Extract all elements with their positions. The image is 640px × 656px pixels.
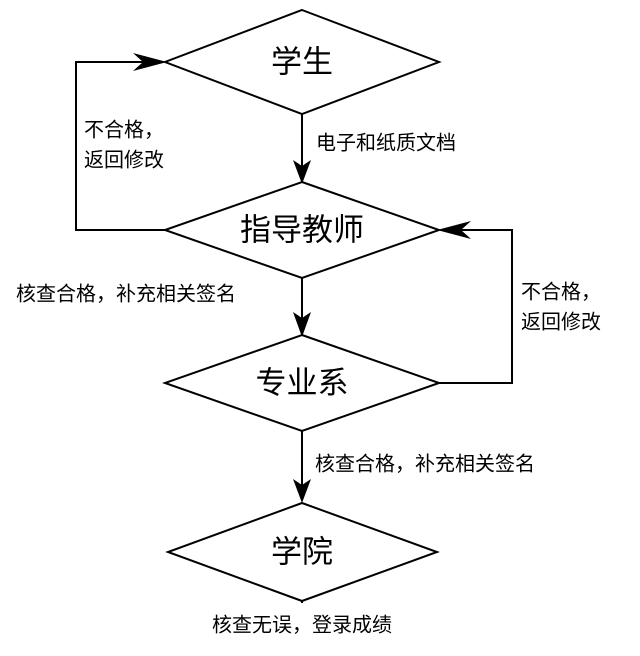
node-college[interactable]: 学院 <box>165 501 440 603</box>
edge-supervisor-to-department <box>293 278 311 337</box>
edge-label-department-back-line1: 不合格， <box>521 280 601 304</box>
node-supervisor-label: 指导教师 <box>240 213 364 249</box>
arrow-head-icon <box>437 221 471 239</box>
arrow-head-icon <box>133 53 167 71</box>
node-student-label: 学生 <box>271 45 333 81</box>
edge-label-student-to-supervisor: 电子和纸质文档 <box>316 131 456 155</box>
edge-label-department-to-college: 核查合格，补充相关签名 <box>315 452 535 476</box>
edge-line <box>75 61 165 231</box>
edge-supervisor-back-to-student <box>75 53 167 231</box>
edge-label-college-final: 核查无误，登录成绩 <box>212 613 392 637</box>
node-supervisor[interactable]: 指导教师 <box>161 180 443 280</box>
node-college-label: 学院 <box>271 535 333 571</box>
arrow-head-icon <box>293 160 311 184</box>
diamond-shape <box>161 180 443 280</box>
edge-department-to-college <box>293 431 311 503</box>
edge-label-supervisor-to-department: 核查合格，补充相关签名 <box>16 282 236 306</box>
edge-line <box>439 229 513 384</box>
node-student[interactable]: 学生 <box>162 8 442 116</box>
diamond-shape <box>161 333 443 433</box>
edge-student-to-supervisor <box>293 114 311 184</box>
edge-label-supervisor-back-line1: 不合格， <box>84 118 164 142</box>
node-department[interactable]: 专业系 <box>161 333 443 433</box>
edge-label-department-back-line2: 返回修改 <box>521 310 601 334</box>
edge-department-back-to-supervisor <box>437 221 513 384</box>
diamond-shape <box>162 8 442 116</box>
arrow-head-icon <box>293 312 311 337</box>
diamond-shape <box>165 501 440 603</box>
edge-label-supervisor-back-line2: 返回修改 <box>84 148 164 172</box>
node-department-label: 专业系 <box>256 366 349 402</box>
arrow-head-icon <box>293 479 311 503</box>
